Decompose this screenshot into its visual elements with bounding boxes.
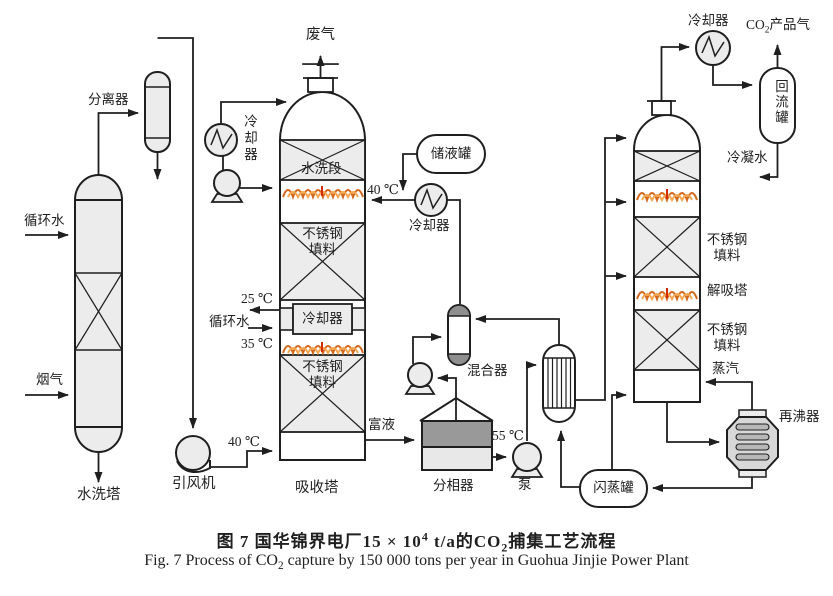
caption-en-subscript: 2 xyxy=(277,560,284,573)
flash-tank-label: 闪蒸罐 xyxy=(593,480,634,495)
figure-caption-zh: 图 7 国华锦界电厂15 × 104 t/a的CO2捕集工艺流程 xyxy=(0,527,833,555)
stripper-distributor-1 xyxy=(636,189,698,203)
storage-tank-vessel xyxy=(416,134,486,174)
cooler-symbol-1 xyxy=(204,123,238,157)
wash-section-label: 水洗段 xyxy=(301,161,342,176)
absorber-distributor-1 xyxy=(282,186,364,200)
packing-line1: 不锈钢 xyxy=(302,359,343,374)
packing-line1: 不锈钢 xyxy=(302,226,343,241)
co2-subscript: 2 xyxy=(764,25,770,36)
packing-line2: 填料 xyxy=(309,375,336,390)
caption-en-text: capture by 150 000 tons per year in Guoh… xyxy=(283,552,689,569)
pump-label: 泵 xyxy=(518,477,532,492)
absorber-label: 吸收塔 xyxy=(295,480,339,496)
stripper-vessel xyxy=(633,100,701,403)
pipe-flashtank-to-exchanger xyxy=(557,430,580,488)
separator-label: 分离器 xyxy=(88,92,129,107)
stripper-packing-label-1: 不锈钢 填料 xyxy=(702,232,752,264)
co2-product-label: CO2产品气 xyxy=(746,17,810,39)
rich-liquid-label: 富液 xyxy=(368,417,395,432)
pipe-storage-tank-down xyxy=(399,153,417,191)
cooler-1-label: 冷却器 xyxy=(242,114,257,164)
pump-symbol-1 xyxy=(210,169,244,203)
pipes xyxy=(25,37,782,492)
steam-label: 蒸汽 xyxy=(712,361,739,376)
pipe-fan-outlet-40c xyxy=(209,447,273,468)
cooler-symbol-2 xyxy=(414,183,448,217)
cooler-2-label: 冷却器 xyxy=(409,218,450,233)
absorber-packing-label-2: 不锈钢 填料 xyxy=(280,359,365,391)
pipe-reboiler-to-flashtank xyxy=(652,477,753,492)
packing-line2: 填料 xyxy=(309,242,336,257)
pipe-cooler1-to-absorber-dome xyxy=(220,98,287,124)
phase-separator-label: 分相器 xyxy=(433,478,474,493)
packing-line1: 不锈钢 xyxy=(706,322,748,337)
pipe-pump3-to-mixer xyxy=(412,333,442,364)
reflux-drum-vessel xyxy=(759,67,796,144)
absorber-vessel xyxy=(279,63,366,461)
caption-en-text: Fig. 7 Process of CO xyxy=(144,552,278,569)
absorber-distributor-2 xyxy=(282,342,364,356)
stripper-packing-label-2: 不锈钢 填料 xyxy=(702,322,752,354)
packing-line1: 不锈钢 xyxy=(706,232,748,247)
heat-exchanger-vessel xyxy=(542,344,576,423)
pipe-separator-to-fan xyxy=(157,37,197,429)
caption-zh-text: t/a的CO xyxy=(428,532,502,551)
reboiler-label: 再沸器 xyxy=(779,409,820,424)
absorber-packing-label-1: 不锈钢 填料 xyxy=(280,226,365,258)
pipe-cooler4-to-refluxdrum xyxy=(712,65,753,89)
pipe-flashtank-vapor-to-stripper xyxy=(611,391,627,470)
fan-label: 引风机 xyxy=(172,476,216,492)
caption-zh-subscript: 2 xyxy=(501,540,509,555)
pipe-exchanger-to-stripper-riser xyxy=(575,134,627,401)
pipe-mixer-to-cooler2 xyxy=(447,199,461,304)
mixer-vessel xyxy=(447,304,471,366)
caption-zh-text: 捕集工艺流程 xyxy=(508,532,617,551)
pipe-condensate-out xyxy=(759,143,779,181)
separator-vessel xyxy=(144,71,171,153)
pipe-reboiler-steam-to-stripper xyxy=(705,378,753,410)
circulating-water-label-mid: 循环水 xyxy=(209,314,250,329)
temp-55c-label: 55 ℃ xyxy=(492,428,524,443)
packing-line2: 填料 xyxy=(713,338,741,353)
phase-separator-vessel xyxy=(419,396,494,471)
pump-symbol-4 xyxy=(510,442,544,478)
pump-symbol-3 xyxy=(404,362,436,395)
storage-tank-label: 储液罐 xyxy=(430,146,472,161)
cooler-symbol-4 xyxy=(695,30,731,66)
co2-text: CO xyxy=(746,17,765,32)
mixer-label: 混合器 xyxy=(467,363,508,378)
pipe-washtower-to-separator xyxy=(97,109,139,175)
wash-tower-label: 水洗塔 xyxy=(77,487,121,503)
temp-35c-label: 35 ℃ xyxy=(241,336,273,351)
fan-symbol xyxy=(175,435,211,474)
pipe-pump4-to-exchanger-55c xyxy=(526,361,537,441)
stripper-label: 解吸塔 xyxy=(707,283,748,298)
liquid-distributors xyxy=(282,186,698,356)
internal-cooler-label: 冷却器 xyxy=(302,311,343,326)
temp-40c-top-label: 40 ℃ xyxy=(367,182,399,197)
temp-25c-label: 25 ℃ xyxy=(241,291,273,306)
reboiler-vessel xyxy=(726,409,779,478)
pipe-exchanger-to-mixer xyxy=(475,315,560,345)
cooler-4-label: 冷却器 xyxy=(688,13,729,28)
condensate-label: 冷凝水 xyxy=(727,150,768,165)
pipe-stripper-top-to-cooler4 xyxy=(660,43,690,101)
pipe-stripper-bottom-to-reboiler xyxy=(666,402,720,446)
co2-text-suffix: 产品气 xyxy=(769,17,810,32)
waste-gas-label: 废气 xyxy=(306,27,335,43)
pipe-phasesep-to-pump3 xyxy=(437,374,457,398)
flash-tank-vessel xyxy=(579,469,648,508)
caption-zh-superscript: 4 xyxy=(421,529,429,544)
wash-tower-vessel xyxy=(74,174,123,453)
reflux-drum-label: 回流罐 xyxy=(773,79,788,126)
stripper-distributor-2 xyxy=(636,288,698,302)
circulating-water-label-left: 循环水 xyxy=(24,213,65,228)
flue-gas-label: 烟气 xyxy=(36,372,63,387)
figure-caption-en: Fig. 7 Process of CO2 capture by 150 000… xyxy=(0,552,833,572)
temp-40c-bottom-label: 40 ℃ xyxy=(228,434,260,449)
caption-zh-text: 图 7 国华锦界电厂15 × 10 xyxy=(216,532,422,551)
packing-line2: 填料 xyxy=(713,248,741,263)
